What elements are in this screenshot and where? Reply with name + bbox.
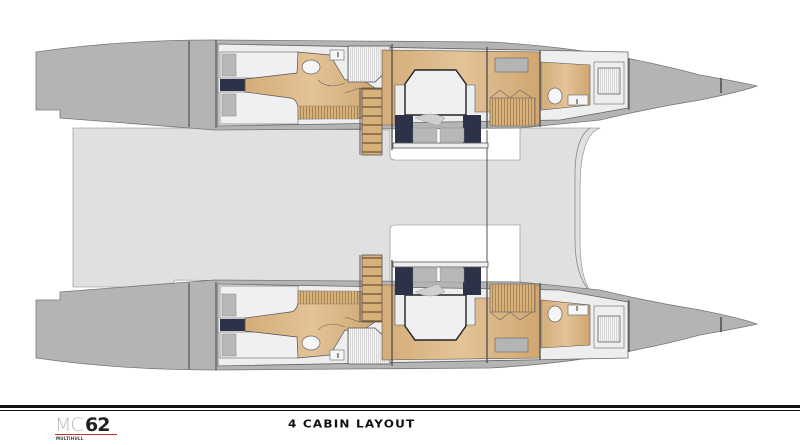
layout-caption: 4 CABIN LAYOUT (288, 417, 416, 431)
bridge-deck (72, 127, 601, 301)
logo-number: 62 (85, 414, 110, 436)
upper-hull (35, 39, 759, 156)
lower-hull (35, 254, 759, 371)
floor-plan-diagram (35, 39, 759, 371)
logo-underline (55, 434, 117, 435)
footer-rule-thick (0, 405, 800, 408)
logo-prefix: MC (55, 414, 84, 436)
mc62-logo: MC 62 MULTIHULL (55, 415, 125, 443)
logo-subtitle: MULTIHULL (56, 436, 84, 441)
footer-rule-thin (0, 410, 800, 411)
